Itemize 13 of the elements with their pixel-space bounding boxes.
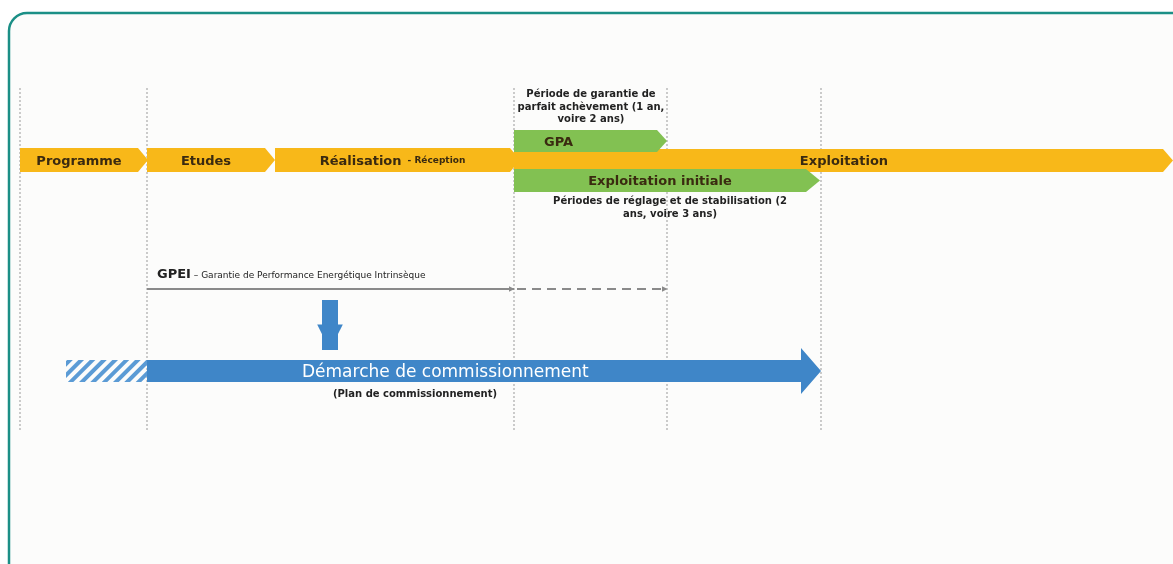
phase-sublabel: - Réception	[407, 155, 466, 165]
arrow	[317, 300, 343, 350]
phase-label: Exploitation	[799, 153, 889, 168]
process-label: Démarche de commissionnement	[302, 360, 589, 382]
annotation: Période de garantie de parfait achèvement (1 an, voire 2 ans)	[516, 88, 666, 126]
annotation: Périodes de réglage et de stabilisation (2 ans, voire 3 ans)	[552, 195, 788, 220]
annotation: (Plan de commissionnement)	[331, 388, 499, 401]
guarantee-label: GPEI – Garantie de Performance Energétique Intrinsèque	[157, 266, 426, 281]
phase-label: Exploitation initiale	[588, 173, 732, 188]
phase-label: GPA	[544, 133, 574, 149]
phase-label: Etudes	[180, 152, 232, 168]
phase-label: Programme	[36, 152, 122, 168]
phase-label: Réalisation	[319, 152, 402, 168]
